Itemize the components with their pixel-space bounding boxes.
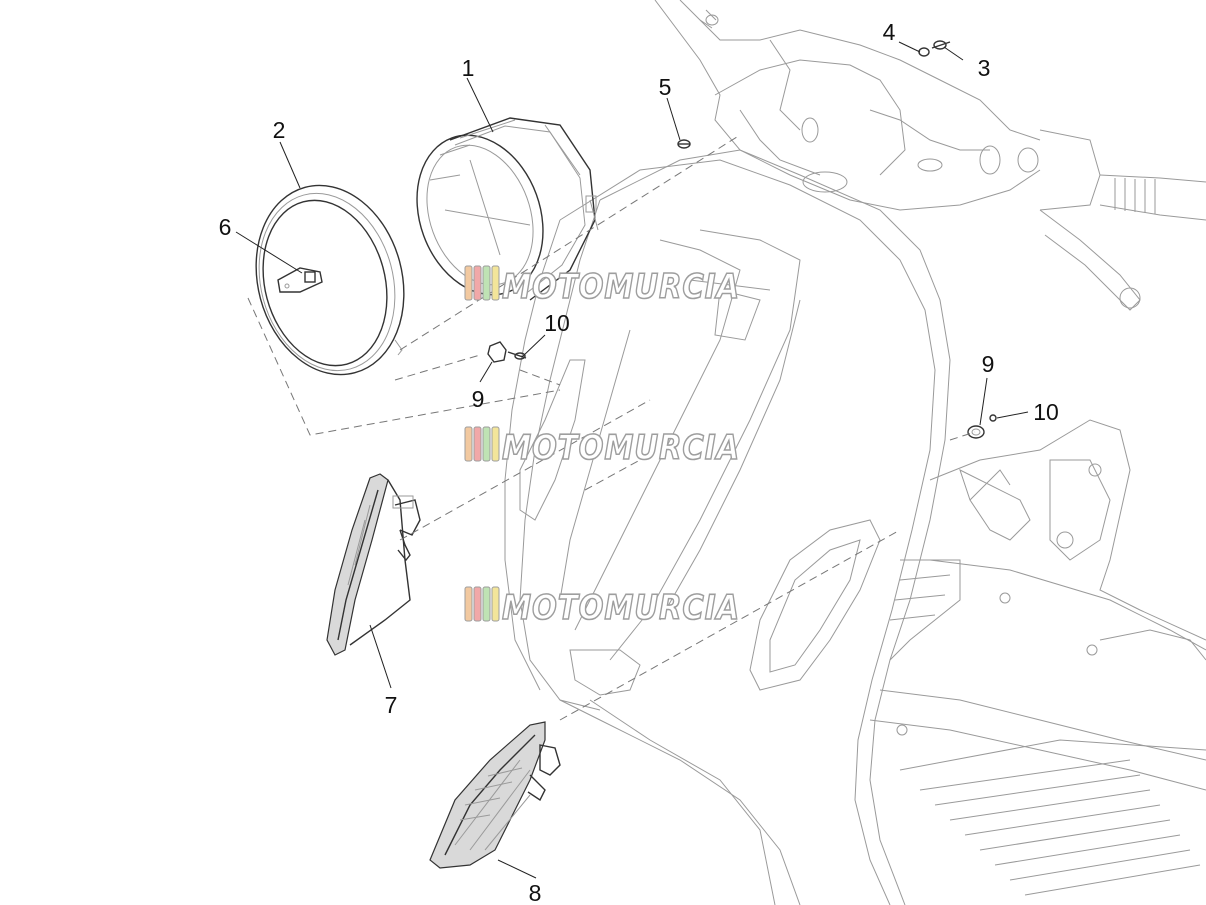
callout-9-left: 9 bbox=[472, 386, 485, 412]
callout-4: 4 bbox=[883, 19, 896, 45]
watermark-stripe bbox=[482, 586, 491, 622]
screw-part-10-left bbox=[507, 351, 527, 360]
watermark-stripe bbox=[491, 586, 500, 622]
watermark-stripe bbox=[491, 426, 500, 462]
headlamp-bezel-part-2 bbox=[255, 184, 405, 376]
callout-2: 2 bbox=[273, 117, 286, 143]
callout-10-left: 10 bbox=[544, 310, 570, 336]
watermark-text: MOTOMURCIA bbox=[502, 428, 740, 468]
watermark-stripe bbox=[482, 426, 491, 462]
turn-indicator-part-7 bbox=[326, 473, 421, 656]
watermark-bottom: MOTOMURCIA bbox=[464, 586, 740, 629]
clip-part-6 bbox=[277, 267, 323, 293]
watermark-stripe bbox=[473, 586, 482, 622]
callout-5: 5 bbox=[659, 74, 672, 100]
watermark-stripe bbox=[491, 265, 500, 301]
callout-labels: 1 2 3 4 5 6 7 8 9 9 10 10 bbox=[219, 19, 1059, 905]
watermark-stripe bbox=[482, 265, 491, 301]
nut-part-9-right bbox=[967, 425, 985, 439]
watermark-stripe bbox=[473, 265, 482, 301]
callout-6: 6 bbox=[219, 214, 232, 240]
watermark-middle: MOTOMURCIA bbox=[464, 426, 740, 469]
watermark-top: MOTOMURCIA bbox=[464, 265, 740, 308]
callout-9-right: 9 bbox=[982, 351, 995, 377]
screw-part-5 bbox=[677, 139, 691, 149]
leader-lines bbox=[235, 41, 1029, 879]
watermark-stripe bbox=[464, 586, 473, 622]
callout-8: 8 bbox=[529, 880, 542, 905]
screw-part-3 bbox=[931, 40, 951, 50]
watermark-stripe bbox=[464, 265, 473, 301]
callout-3: 3 bbox=[978, 55, 991, 81]
assembly-lines bbox=[247, 134, 976, 721]
washer-part-4 bbox=[918, 47, 930, 57]
watermark-text: MOTOMURCIA bbox=[502, 267, 740, 307]
scooter-body bbox=[504, 0, 1206, 905]
watermark-stripe bbox=[464, 426, 473, 462]
nut-part-9-left bbox=[487, 341, 507, 363]
callout-7: 7 bbox=[385, 692, 398, 718]
watermark-text: MOTOMURCIA bbox=[502, 588, 740, 628]
turn-indicator-part-8 bbox=[429, 721, 561, 869]
headlamp-part-1 bbox=[416, 117, 599, 301]
callout-1: 1 bbox=[462, 55, 475, 81]
watermark-stripe bbox=[473, 426, 482, 462]
screw-part-10-right bbox=[989, 414, 997, 422]
callout-10-right: 10 bbox=[1033, 399, 1059, 425]
